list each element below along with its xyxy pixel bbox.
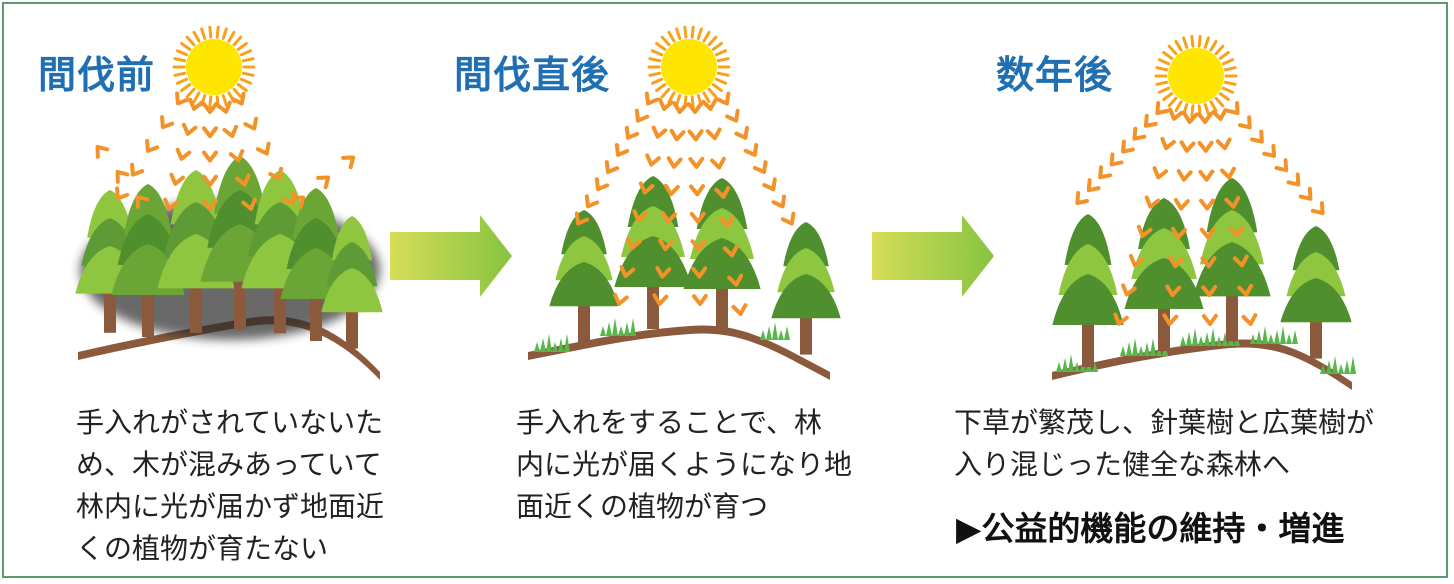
sun-icon (647, 25, 731, 109)
tree-icon (1124, 198, 1204, 351)
stage-2-title: 間伐直後 (454, 53, 611, 97)
tree-icon (1280, 226, 1352, 359)
stage-arrow-2 (872, 215, 994, 297)
tree-icon (1193, 178, 1271, 342)
tree-icon (683, 178, 761, 331)
tree-icon (321, 216, 383, 349)
sun-icon (172, 25, 256, 109)
tree-icon (200, 156, 280, 330)
stage-1-title: 間伐前 (38, 53, 156, 97)
stage-2-illustration (528, 176, 841, 380)
stage-3-illustration (1052, 178, 1356, 390)
stage-3-title: 数年後 (996, 53, 1114, 97)
stage-arrow-1 (390, 215, 512, 297)
effect-label: ▶公益的機能の維持・増進 (956, 509, 1345, 548)
tree-icon (549, 210, 619, 343)
stage-3-description: 下草が繁茂し、針葉樹と広葉樹が 入り混じった健全な森林へ (954, 406, 1375, 481)
sun-icon (1154, 34, 1238, 118)
stage-3-ground (1052, 339, 1352, 390)
tree-icon (1052, 214, 1124, 367)
stage-2-ground (528, 325, 830, 380)
tree-icon (771, 222, 841, 355)
stage-1-illustration (75, 156, 383, 380)
tree-icon (614, 176, 692, 329)
stage-1-description: 手入れがされていないた め、木が混みあっていて 林内に光が届かず地面近 くの植物… (76, 406, 385, 565)
stage-2-description: 手入れをすることで、林 内に光が届くようになり地 面近くの植物が育つ (516, 406, 853, 523)
